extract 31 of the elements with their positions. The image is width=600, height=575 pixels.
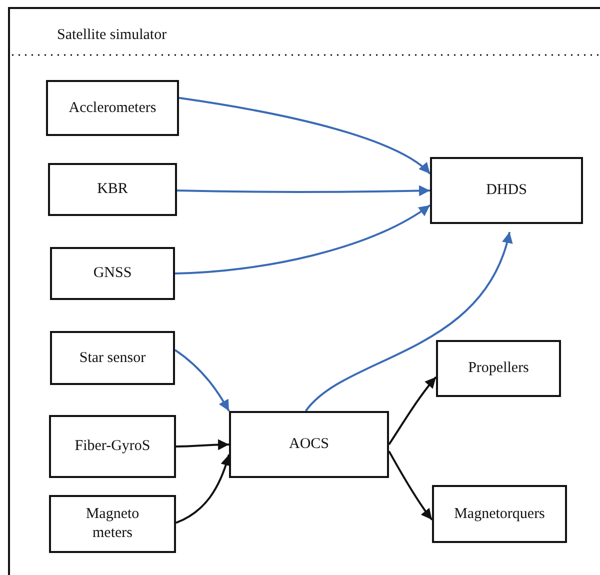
process-box bbox=[49, 415, 176, 478]
box-label: AOCS bbox=[288, 436, 329, 453]
arrow bbox=[176, 185, 430, 196]
box-label: KBR bbox=[97, 181, 128, 198]
arrow bbox=[174, 349, 230, 412]
box-label: GNSS bbox=[93, 265, 132, 282]
frame-title: Satellite simulator bbox=[57, 27, 167, 44]
arrow bbox=[176, 454, 232, 524]
arrow bbox=[388, 376, 437, 446]
process-box bbox=[48, 163, 177, 216]
arrow bbox=[178, 96, 431, 174]
arrow bbox=[305, 232, 512, 412]
process-box bbox=[430, 157, 583, 224]
process-box bbox=[432, 485, 567, 543]
arrow bbox=[174, 204, 431, 274]
box-label: Acclerometers bbox=[68, 100, 156, 116]
process-box bbox=[229, 411, 389, 478]
simulator-frame bbox=[8, 7, 600, 575]
process-box bbox=[436, 340, 561, 397]
box-label: Fiber-GyroS bbox=[74, 438, 150, 455]
process-box bbox=[49, 495, 176, 553]
box-label: Star sensor bbox=[79, 350, 146, 366]
box-label: Magneto meters bbox=[84, 504, 140, 543]
box-label: Propellers bbox=[468, 360, 529, 377]
process-box bbox=[50, 247, 175, 300]
arrow bbox=[176, 439, 230, 450]
arrow bbox=[388, 450, 433, 520]
process-box bbox=[50, 331, 175, 385]
box-label: DHDS bbox=[486, 182, 527, 199]
box-label: Magnetorquers bbox=[454, 506, 545, 522]
process-box bbox=[46, 80, 179, 136]
